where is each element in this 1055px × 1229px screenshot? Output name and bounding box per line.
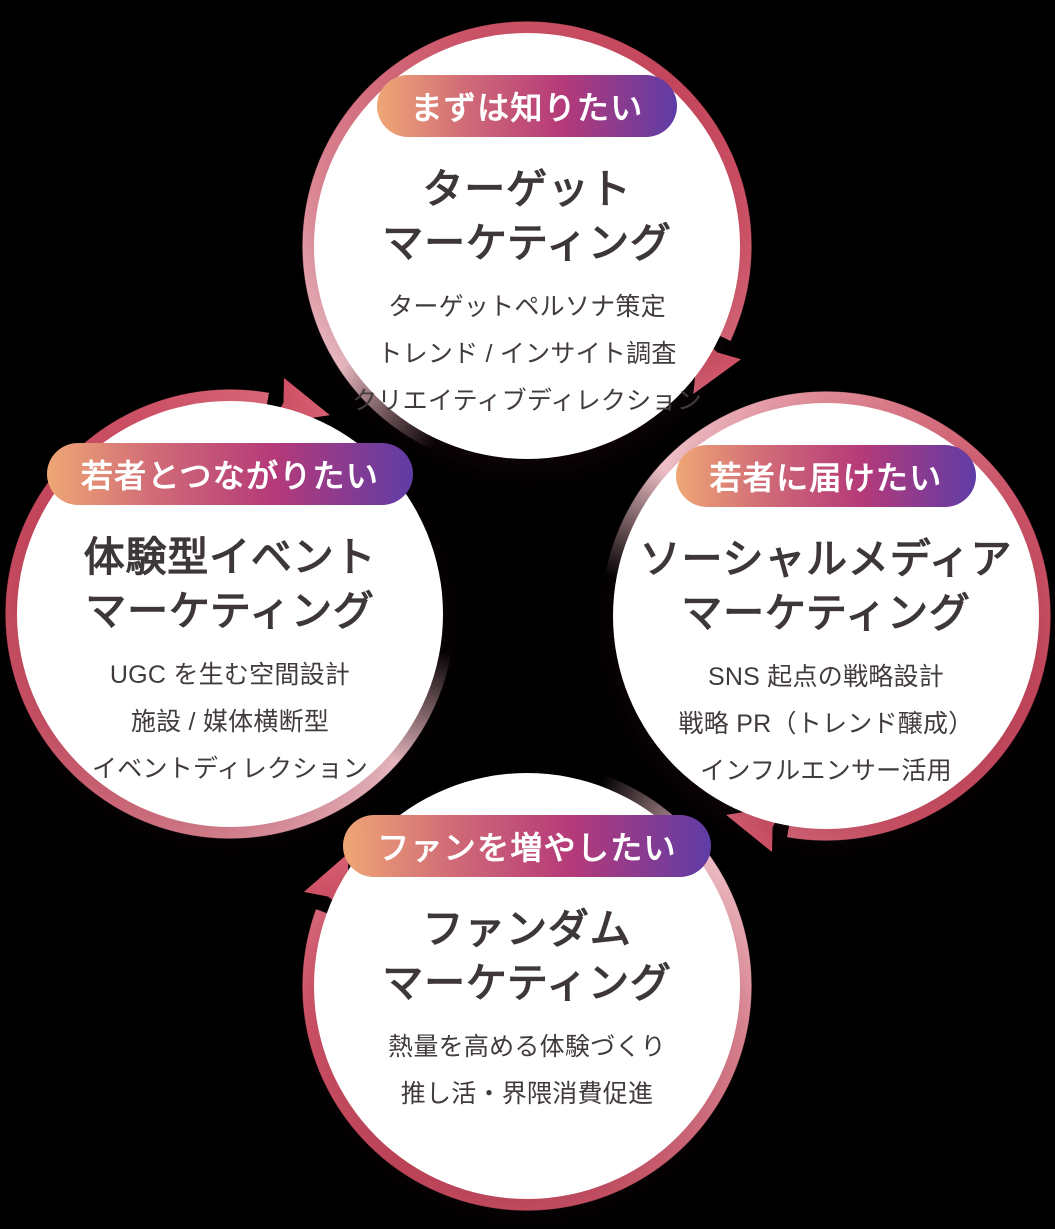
service-item: ターゲットペルソナ策定 bbox=[388, 293, 666, 322]
node-title-line: ソーシャルメディア bbox=[639, 536, 1013, 582]
service-item: UGC を生む空間設計 bbox=[109, 661, 351, 690]
node-title: 体験型イベント マーケティング bbox=[84, 530, 377, 638]
node-title-line: マーケティング bbox=[382, 220, 672, 267]
service-list: UGC を生む空間設計 施設 / 媒体横断型 イベントディレクション bbox=[92, 652, 368, 792]
need-badge: 若者とつながりたい bbox=[46, 443, 414, 505]
node-title-line: マーケティング bbox=[85, 588, 375, 635]
node-social-media-marketing: 若者に届けたい ソーシャルメディア マーケティング SNS 起点の戦略設計 戦略… bbox=[601, 391, 1051, 841]
node-title: ファンダム マーケティング bbox=[382, 902, 671, 1010]
node-title-line: ファンダム bbox=[422, 906, 632, 952]
node-title: ターゲット マーケティング bbox=[382, 162, 671, 270]
node-content: 若者とつながりたい 体験型イベント マーケティング UGC を生む空間設計 施設… bbox=[5, 389, 455, 839]
service-item: イベントディレクション bbox=[91, 754, 368, 783]
need-badge: 若者に届けたい bbox=[675, 445, 977, 507]
node-content: ファンを増やしたい ファンダム マーケティング 熱量を高める体験づくり 推し活・… bbox=[302, 761, 752, 1211]
node-content: まずは知りたい ターゲット マーケティング ターゲットペルソナ策定 トレンド /… bbox=[302, 21, 752, 471]
service-item: SNS 起点の戦略設計 bbox=[707, 663, 945, 692]
service-item: 戦略 PR（トレンド醸成） bbox=[678, 709, 974, 738]
service-list: SNS 起点の戦略設計 戦略 PR（トレンド醸成） インフルエンサー活用 bbox=[679, 654, 974, 794]
need-badge: まずは知りたい bbox=[376, 75, 678, 137]
node-content: 若者に届けたい ソーシャルメディア マーケティング SNS 起点の戦略設計 戦略… bbox=[601, 391, 1051, 841]
node-title-line: ターゲット bbox=[422, 166, 632, 212]
need-badge: ファンを増やしたい bbox=[343, 815, 711, 877]
node-title: ソーシャルメディア マーケティング bbox=[640, 532, 1013, 640]
service-item: トレンド / インサイト調査 bbox=[377, 339, 677, 368]
service-item: 熱量を高める体験づくり bbox=[388, 1033, 666, 1062]
node-event-marketing: 若者とつながりたい 体験型イベント マーケティング UGC を生む空間設計 施設… bbox=[5, 389, 455, 839]
service-item: クリエイティブディレクション bbox=[352, 386, 702, 415]
node-title-line: 体験型イベント bbox=[83, 534, 377, 580]
service-item: インフルエンサー活用 bbox=[700, 756, 952, 785]
service-list: 熱量を高める体験づくり 推し活・界隈消費促進 bbox=[388, 1024, 666, 1118]
node-fandom-marketing: ファンを増やしたい ファンダム マーケティング 熱量を高める体験づくり 推し活・… bbox=[302, 761, 752, 1211]
node-title-line: マーケティング bbox=[382, 960, 672, 1007]
service-item: 推し活・界隈消費促進 bbox=[400, 1079, 654, 1108]
service-list: ターゲットペルソナ策定 トレンド / インサイト調査 クリエイティブディレクショ… bbox=[352, 284, 702, 424]
service-item: 施設 / 媒体横断型 bbox=[130, 707, 330, 736]
node-target-marketing: まずは知りたい ターゲット マーケティング ターゲットペルソナ策定 トレンド /… bbox=[302, 21, 752, 471]
node-title-line: マーケティング bbox=[681, 590, 971, 637]
